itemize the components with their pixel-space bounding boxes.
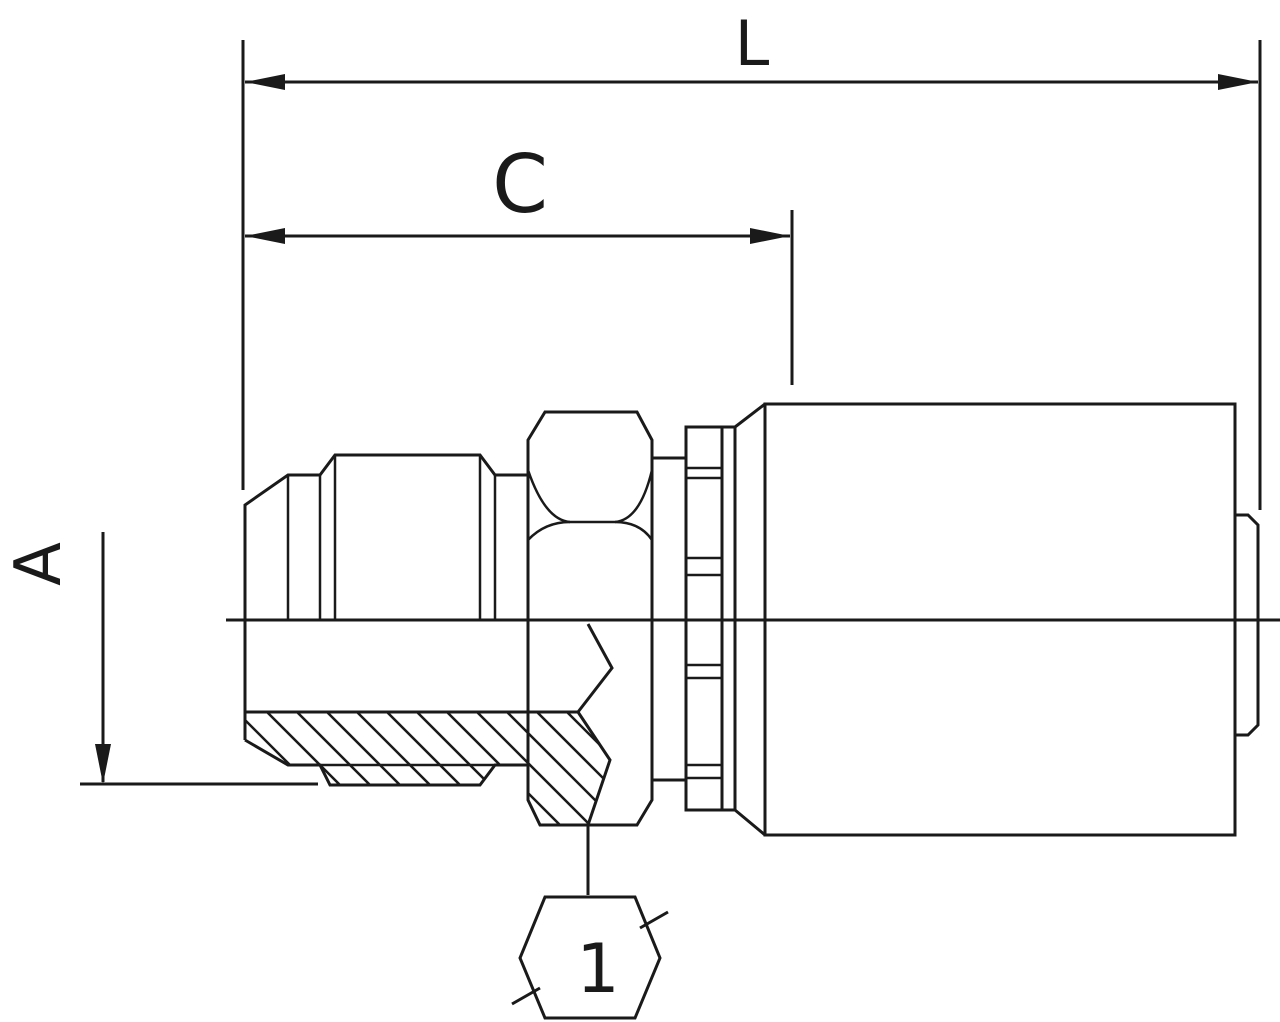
ferrule <box>763 402 1260 837</box>
hatch-line <box>494 712 610 825</box>
break-line-lower <box>576 711 612 826</box>
hatch-line <box>374 712 516 825</box>
arrowhead-c-left <box>245 228 285 244</box>
section-hatching <box>45 700 875 840</box>
hex-nut <box>526 410 654 827</box>
hatch-line <box>524 712 610 825</box>
hatch-line <box>404 712 546 825</box>
hatch-line <box>245 712 336 825</box>
hatch-line <box>245 712 246 825</box>
hatch-line <box>245 712 306 825</box>
break-line-upper <box>576 623 614 713</box>
dimension-label-l: L <box>735 7 770 80</box>
hatch-line <box>75 700 215 840</box>
hatch-line <box>284 712 426 825</box>
hatch-line <box>705 700 845 840</box>
hatch-line <box>314 712 456 825</box>
hatch-line <box>245 712 276 825</box>
dimension-a: A <box>2 532 318 786</box>
hex-callout: 1 <box>511 895 669 1020</box>
arrowhead-l-right <box>1218 74 1258 90</box>
dimension-c: C <box>245 138 794 385</box>
dimension-label-c: C <box>492 138 548 231</box>
collar <box>652 402 766 837</box>
hexagon-icon <box>518 895 662 1020</box>
arrowhead-a <box>95 744 111 784</box>
dimension-l: L <box>241 7 1262 510</box>
arrowhead-c-right <box>750 228 790 244</box>
hatch-line <box>554 712 610 825</box>
hatch-line <box>434 712 576 825</box>
hatch-line <box>735 700 875 840</box>
hatch-line <box>344 712 486 825</box>
dimension-label-a: A <box>2 542 76 586</box>
hatch-line <box>254 712 396 825</box>
arrowhead-l-left <box>245 74 285 90</box>
hatch-line <box>45 700 185 840</box>
callout-label: 1 <box>576 930 619 1009</box>
hatch-line <box>464 712 606 825</box>
